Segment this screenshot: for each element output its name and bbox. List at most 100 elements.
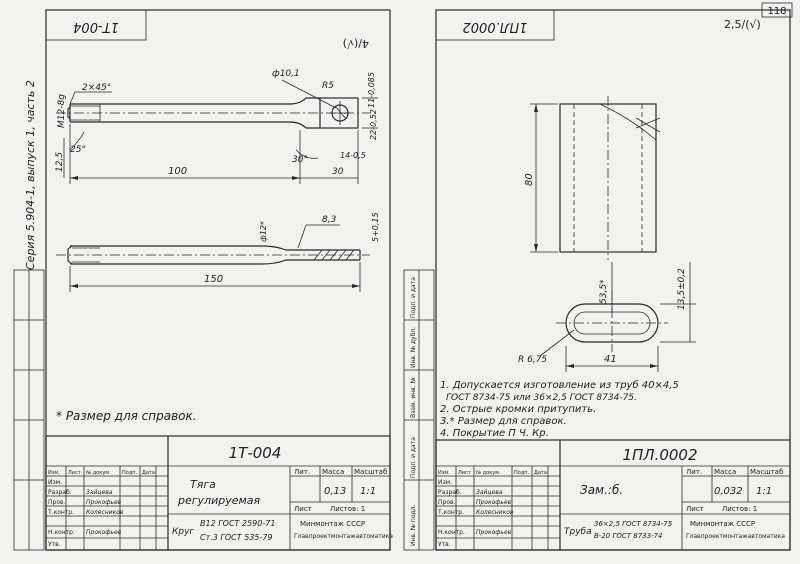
left-side-strip bbox=[13, 269, 45, 551]
right-material-prefix: Труба bbox=[564, 527, 592, 537]
dim-5: 5+0,15 bbox=[371, 212, 380, 242]
right-scale: 1:1 bbox=[756, 486, 772, 497]
dim-height-80: 80 bbox=[524, 173, 535, 186]
right-org-2: Главпроектмонтажавтоматика bbox=[686, 533, 785, 540]
dim-chamfer: 2×45° bbox=[82, 83, 111, 93]
strip-label-2: Взам. инв. № bbox=[410, 377, 417, 418]
left-head-mass: Масса bbox=[322, 468, 344, 476]
dim-length-30: 30 bbox=[332, 167, 344, 177]
left-corner-box bbox=[45, 9, 147, 41]
right-note-4: 4. Покрытие П Ч. Кр. bbox=[440, 428, 549, 439]
dim-14: 14-0,5 bbox=[340, 151, 366, 160]
dim-12-5: 12,5 bbox=[55, 152, 65, 172]
strip-label-3: Инв. № дубл. bbox=[410, 327, 417, 368]
right-name-1: Зам.:б. bbox=[580, 483, 623, 497]
right-role-0: Изм. bbox=[438, 479, 452, 486]
left-name-1: Тяга bbox=[190, 478, 216, 491]
dim-13-5: 13,5±0,2 bbox=[677, 268, 687, 310]
rod-lower-view bbox=[56, 245, 370, 265]
strip-label-4: Подп. и дата bbox=[410, 277, 417, 318]
right-notes: 1. Допускается изготовление из труб 40×4… bbox=[440, 379, 679, 439]
left-org-1: Минмонтаж СССР bbox=[300, 520, 365, 528]
left-sheets-label: Листов: 1 bbox=[330, 505, 365, 513]
left-org-2: Главпроектмонтажавтоматика bbox=[294, 533, 393, 540]
right-name-row-1: Зайцева bbox=[476, 489, 503, 496]
rod-upper-dimensions: 2×45° М12-8g 12,5 25° 100 30 ф10,1 R5 11 bbox=[55, 69, 378, 184]
right-role-4: Н.контр. bbox=[438, 529, 465, 536]
rod-lower-dimensions: ф12* 8,3 5+0,15 150 bbox=[69, 212, 380, 292]
right-material-1: 36×2,5 ГОСТ 8734-75 bbox=[594, 520, 673, 528]
right-col-4: Дата bbox=[534, 470, 547, 476]
right-col-0: Изм. bbox=[438, 470, 450, 476]
dim-22: 22-0,52 bbox=[369, 109, 378, 140]
right-role-1: Разраб. bbox=[438, 489, 462, 496]
left-material-1: В12 ГОСТ 2590-71 bbox=[200, 519, 275, 528]
right-corner-code: 1ПЛ.0002 bbox=[462, 19, 527, 34]
right-mass: 0,032 bbox=[714, 486, 743, 497]
dim-width-41: 41 bbox=[604, 354, 617, 365]
right-head-lit: Лит. bbox=[686, 468, 702, 476]
right-material-2: В-20 ГОСТ 8733-74 bbox=[594, 532, 663, 540]
left-col-3: Подп. bbox=[122, 470, 138, 476]
left-col-4: Дата bbox=[142, 470, 155, 476]
series-label: Серия 5.904-1, выпуск 1, часть 2 bbox=[24, 80, 37, 270]
left-name-row-4: Прокофьев bbox=[86, 529, 122, 536]
side-strip: Подп. и дата Инв. № дубл. Взам. инв. № П… bbox=[403, 269, 435, 551]
dim-53-5: 53,5* bbox=[599, 279, 609, 304]
left-material-prefix: Круг bbox=[172, 527, 194, 537]
left-name-row-3: Колесников bbox=[86, 509, 124, 516]
dim-11: 11-0,085 bbox=[367, 72, 376, 108]
right-org-1: Минмонтаж СССР bbox=[690, 520, 755, 528]
right-role-5: Утв. bbox=[438, 541, 451, 548]
right-name-row-3: Колесников bbox=[476, 509, 514, 516]
left-head-lit: Лит. bbox=[294, 468, 310, 476]
left-role-2: Пров. bbox=[48, 499, 66, 506]
dim-length-150: 150 bbox=[204, 274, 223, 285]
right-head-scale: Масштаб bbox=[750, 468, 783, 476]
right-designation: 1ПЛ.0002 bbox=[622, 446, 697, 464]
right-col-2: № докум. bbox=[476, 470, 501, 476]
left-name-row-1: Зайцева bbox=[86, 489, 113, 496]
right-sheet: 1ПЛ.0002 2,5/(√) 80 53,5* bbox=[435, 9, 791, 551]
dim-r6-75: R 6,75 bbox=[518, 355, 547, 365]
dim-d10-1: ф10,1 bbox=[272, 69, 300, 79]
left-role-3: Т.контр. bbox=[47, 509, 74, 516]
right-role-3: Т.контр. bbox=[437, 509, 464, 516]
left-mass: 0,13 bbox=[324, 486, 346, 497]
left-sheet: 1Т-004 4/(√) 2×45° bbox=[45, 9, 393, 551]
left-note: * Размер для справок. bbox=[56, 409, 197, 423]
right-note-3: 3.* Размер для справок. bbox=[440, 416, 567, 427]
left-scale: 1:1 bbox=[360, 486, 376, 497]
left-name-row-2: Прокофьев bbox=[86, 499, 122, 506]
right-col-3: Подп. bbox=[514, 470, 530, 476]
dim-r5: R5 bbox=[322, 81, 334, 91]
rod-upper-view bbox=[56, 97, 370, 129]
left-title-block: 1Т-004 Тяга регулируемая Лит. Масса Масш… bbox=[45, 435, 393, 551]
left-head-scale: Масштаб bbox=[354, 468, 387, 476]
dim-length-100: 100 bbox=[168, 166, 187, 177]
left-name-2: регулируемая bbox=[177, 494, 261, 507]
left-role-5: Утв. bbox=[48, 541, 61, 548]
dim-8-3: 8,3 bbox=[322, 215, 337, 225]
right-corner-box bbox=[435, 9, 555, 41]
left-role-0: Изм. bbox=[48, 479, 62, 486]
left-role-1: Разраб. bbox=[48, 489, 72, 496]
strip-label-0: Инв. № подл. bbox=[410, 505, 417, 546]
dim-angle-25: 25° bbox=[70, 145, 86, 155]
left-col-0: Изм. bbox=[48, 470, 60, 476]
right-roughness: 2,5/(√) bbox=[724, 18, 761, 31]
right-sheets-label: Листов: 1 bbox=[722, 505, 757, 513]
right-note-0: 1. Допускается изготовление из труб 40×4… bbox=[440, 379, 679, 391]
left-designation: 1Т-004 bbox=[229, 444, 282, 462]
right-sheet-label: Лист bbox=[686, 505, 704, 513]
right-title-block: 1ПЛ.0002 Зам.:б. Лит. Масса Масштаб 0,03… bbox=[435, 439, 791, 551]
dim-angle-30: 30° bbox=[292, 155, 308, 165]
right-note-2: 2. Острые кромки притупить. bbox=[440, 404, 596, 415]
strip-label-1: Подп. и дата bbox=[410, 437, 417, 478]
left-roughness: 4/(√) bbox=[343, 37, 369, 50]
dim-d12: ф12* bbox=[259, 221, 268, 242]
right-role-2: Пров. bbox=[438, 499, 456, 506]
